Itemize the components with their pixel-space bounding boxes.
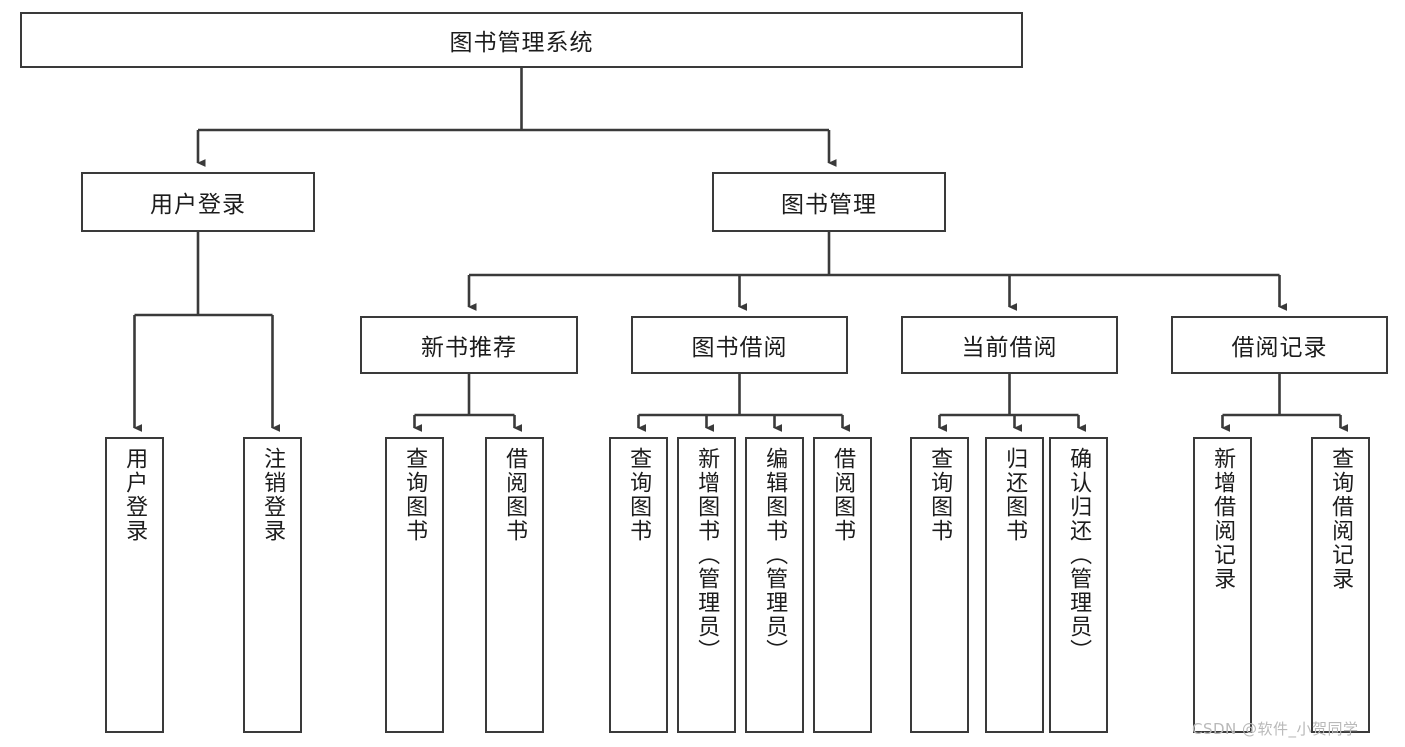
node-title-label: 图书管理系统 — [449, 30, 594, 56]
watermark-credit: CSDN @软件_小贺同学 — [1192, 720, 1359, 738]
node-leaf-return-book-label: 归还图书 — [1002, 447, 1028, 543]
node-leaf-edit-book[interactable]: 编辑图书（管理员） — [745, 437, 804, 733]
node-leaf-query-book-1[interactable]: 查询图书 — [385, 437, 444, 733]
node-borrow-record-label: 借阅记录 — [1231, 335, 1328, 361]
node-leaf-add-record-label: 新增借阅记录 — [1210, 447, 1236, 591]
node-user-login[interactable]: 用户登录 — [81, 172, 315, 232]
node-new-book-recommend-label: 新书推荐 — [421, 335, 517, 361]
node-current-borrow[interactable]: 当前借阅 — [901, 316, 1118, 374]
node-leaf-add-book-label: 新增图书（管理员） — [694, 447, 720, 663]
node-leaf-return-book[interactable]: 归还图书 — [985, 437, 1044, 733]
node-leaf-confirm-return-label: 确认归还（管理员） — [1066, 447, 1092, 663]
node-leaf-query-book-2-label: 查询图书 — [626, 447, 652, 543]
node-leaf-borrow-book-1-label: 借阅图书 — [502, 447, 528, 543]
node-borrow-record[interactable]: 借阅记录 — [1171, 316, 1388, 374]
node-new-book-recommend[interactable]: 新书推荐 — [360, 316, 578, 374]
node-leaf-user-login[interactable]: 用户登录 — [105, 437, 164, 733]
node-leaf-borrow-book-1[interactable]: 借阅图书 — [485, 437, 544, 733]
node-current-borrow-label: 当前借阅 — [961, 335, 1058, 361]
node-title-book-management-system[interactable]: 图书管理系统 — [20, 12, 1023, 68]
node-leaf-borrow-book-2[interactable]: 借阅图书 — [813, 437, 872, 733]
node-leaf-user-login-label: 用户登录 — [122, 447, 148, 543]
node-leaf-add-record[interactable]: 新增借阅记录 — [1193, 437, 1252, 733]
node-user-login-label: 用户登录 — [150, 192, 246, 218]
node-leaf-confirm-return[interactable]: 确认归还（管理员） — [1049, 437, 1108, 733]
wire-group — [133, 68, 1349, 432]
node-leaf-query-record[interactable]: 查询借阅记录 — [1311, 437, 1370, 733]
node-leaf-query-book-3[interactable]: 查询图书 — [910, 437, 969, 733]
node-leaf-logout-login[interactable]: 注销登录 — [243, 437, 302, 733]
node-book-manage[interactable]: 图书管理 — [712, 172, 946, 232]
node-leaf-query-book-3-label: 查询图书 — [927, 447, 953, 543]
node-leaf-query-book-1-label: 查询图书 — [402, 447, 428, 543]
node-book-borrow-label: 图书借阅 — [691, 335, 788, 361]
node-leaf-query-record-label: 查询借阅记录 — [1328, 447, 1354, 591]
node-leaf-query-book-2[interactable]: 查询图书 — [609, 437, 668, 733]
node-leaf-borrow-book-2-label: 借阅图书 — [830, 447, 856, 543]
node-book-manage-label: 图书管理 — [781, 192, 877, 218]
node-leaf-edit-book-label: 编辑图书（管理员） — [762, 447, 788, 663]
node-leaf-add-book[interactable]: 新增图书（管理员） — [677, 437, 736, 733]
node-book-borrow[interactable]: 图书借阅 — [631, 316, 848, 374]
node-leaf-logout-login-label: 注销登录 — [260, 447, 286, 543]
